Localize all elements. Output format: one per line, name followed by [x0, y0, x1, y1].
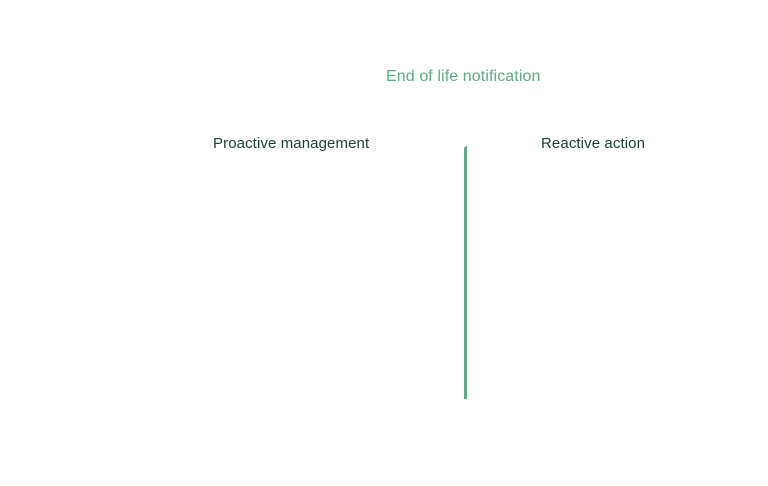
right-column-label: Reactive action — [541, 135, 646, 152]
left-column-label: Proactive management — [213, 135, 370, 152]
diagram-title: End of life notification — [386, 68, 541, 85]
center-divider-line — [464, 146, 467, 399]
